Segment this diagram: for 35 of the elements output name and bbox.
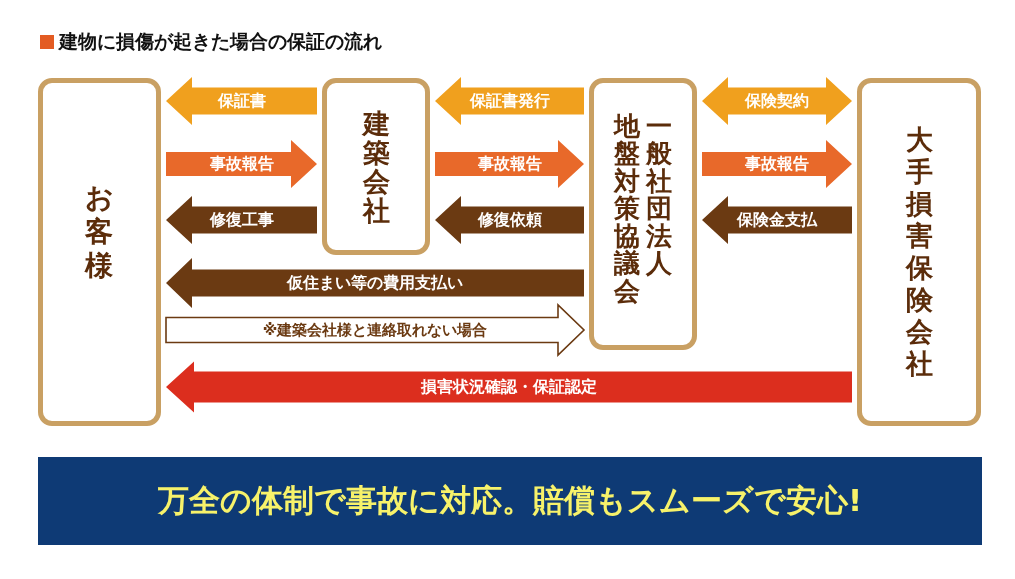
edge-label: 保証書 [217, 93, 266, 109]
block-arrow [435, 77, 584, 125]
block-arrow [166, 140, 317, 188]
rounded-box [322, 78, 430, 255]
edge-label: 事故報告 [477, 156, 542, 172]
block-arrow [166, 77, 317, 125]
box-label: 大手損害保険会社 [904, 124, 934, 380]
edge-label: 仮住まい等の費用支払い [287, 275, 463, 291]
block-arrow [702, 196, 852, 244]
edge-label: 事故報告 [745, 156, 809, 172]
rounded-box [38, 78, 161, 426]
title: 建物に損傷が起きた場合の保証の流れ [59, 29, 382, 54]
box-label: お客様 [84, 181, 115, 283]
rounded-box [589, 78, 697, 350]
block-arrow [702, 140, 852, 188]
banner-text: 万全の体制で事故に対応。賠償もスムーズで安心! [157, 481, 863, 520]
block-arrow [702, 77, 852, 125]
block-arrow [435, 140, 584, 188]
block-arrow [165, 303, 586, 357]
edge-label: 修復工事 [209, 212, 274, 228]
rounded-box [857, 78, 981, 426]
block-arrow [166, 196, 317, 244]
edge-label: ※建築会社様と連絡取れない場合 [262, 322, 488, 338]
block-arrow [166, 361, 852, 413]
banner [38, 457, 982, 545]
edge-label: 保証書発行 [469, 93, 550, 109]
box-label: 一般社団法人地盤対策協議会 [613, 112, 673, 306]
edge-label: 事故報告 [209, 156, 274, 172]
edge-label: 保険金支払 [737, 212, 817, 228]
block-arrow [166, 258, 584, 308]
edge-label: 保険契約 [745, 93, 809, 109]
box-label: 建築会社 [361, 108, 391, 225]
edge-label: 損害状況確認・保証認定 [421, 379, 597, 395]
block-arrow [435, 196, 584, 244]
edge-label: 修復依頼 [477, 212, 542, 228]
